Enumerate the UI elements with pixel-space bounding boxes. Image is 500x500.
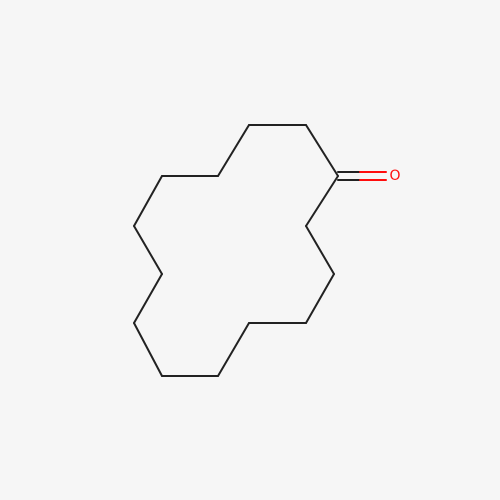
oxygen-atom-label: O [389, 168, 400, 184]
bond-c6-c7 [133, 225, 163, 275]
bond-c14-c1 [305, 175, 339, 227]
bond-c3-c4 [217, 124, 250, 177]
bond-c7-c8 [133, 273, 163, 324]
bond-c1-c2 [305, 124, 339, 177]
bond-c5-c6 [133, 175, 163, 227]
bond-c10-c11 [217, 322, 250, 377]
bond-c12-c13 [305, 273, 335, 324]
bond-c13-c14 [305, 225, 335, 275]
bond-c8-c9 [133, 322, 163, 377]
carbonyl-double-bond [337, 171, 387, 181]
ring-bonds [133, 124, 339, 377]
